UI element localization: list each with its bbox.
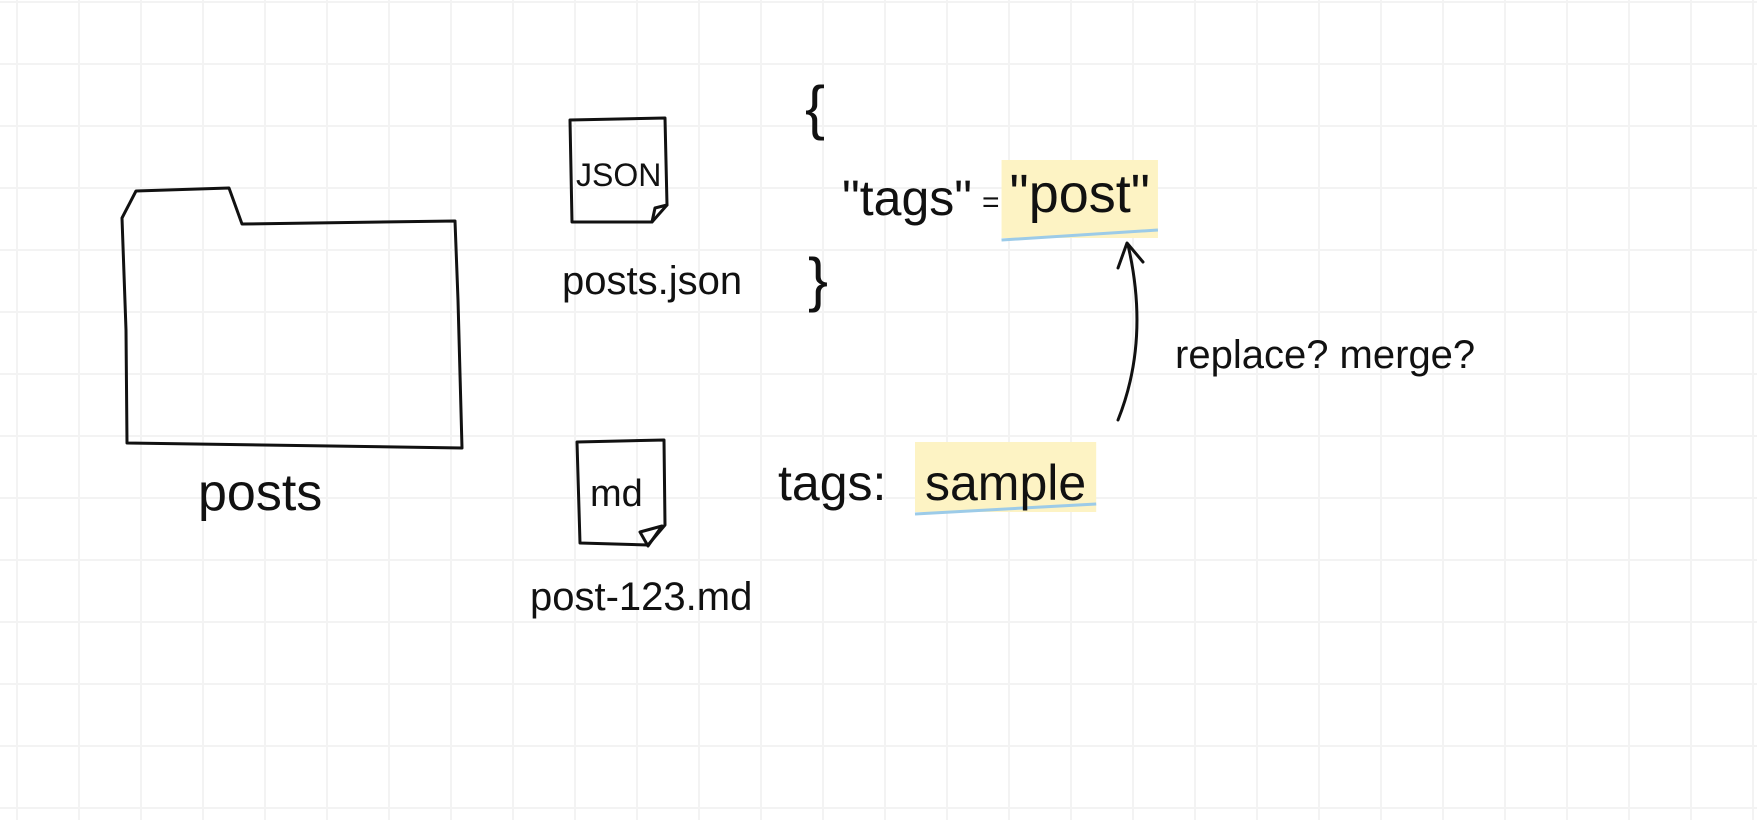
json-file-badge: JSON <box>576 157 661 193</box>
md-key: tags: <box>778 455 886 511</box>
json-file-icon <box>568 116 669 224</box>
arrow-note: replace? merge? <box>1175 333 1475 377</box>
sample-underline <box>914 502 1097 516</box>
json-open-brace: { <box>805 74 825 141</box>
post-highlight <box>1001 160 1158 238</box>
folder-icon <box>120 186 464 450</box>
md-file-name: post-123.md <box>530 575 752 619</box>
json-value: "post" <box>1010 164 1150 224</box>
md-file-icon <box>575 438 667 548</box>
sample-highlight <box>915 442 1097 512</box>
json-separator: = <box>982 186 1000 219</box>
json-close-brace: } <box>808 246 828 313</box>
arrow-up-icon <box>1116 241 1145 422</box>
md-file-badge: md <box>590 473 643 515</box>
md-value: sample <box>925 455 1086 511</box>
json-key: "tags" <box>842 170 972 226</box>
json-file-name: posts.json <box>562 259 742 303</box>
post-underline <box>1001 228 1159 242</box>
folder-label: posts <box>198 464 322 522</box>
